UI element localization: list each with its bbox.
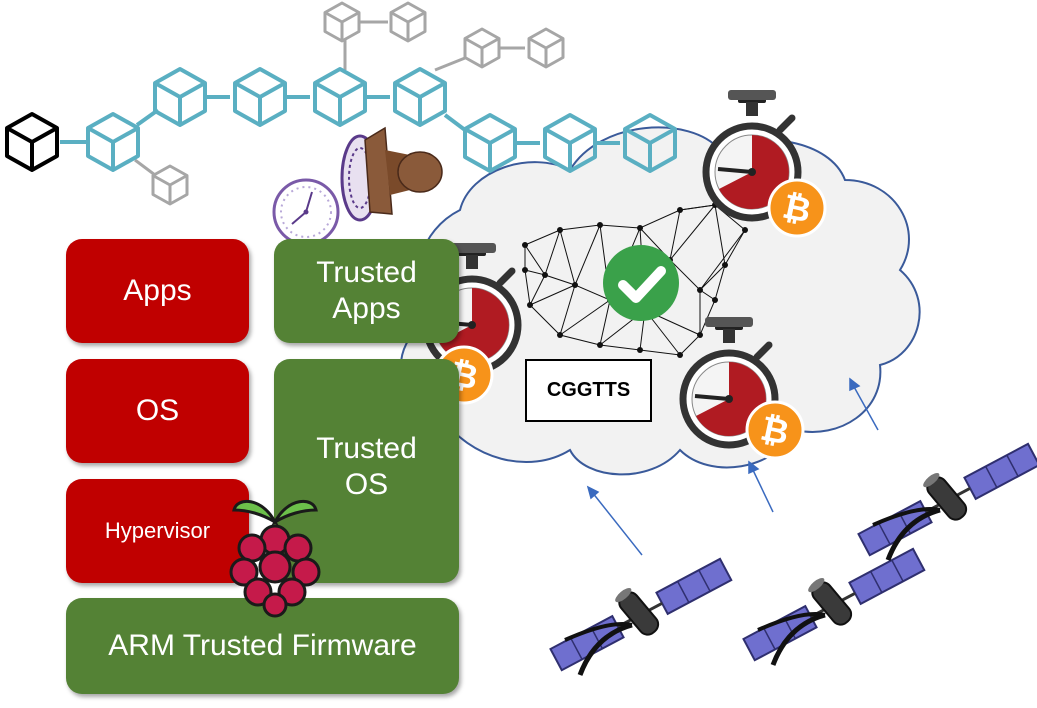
hypervisor-label: Hypervisor bbox=[104, 517, 211, 543]
trusted-os-label-line1: Trusted bbox=[316, 432, 417, 465]
os-label: OS bbox=[135, 394, 180, 427]
firmware-label: ARM Trusted Firmware bbox=[108, 629, 417, 662]
apps-label: Apps bbox=[123, 274, 192, 307]
trusted-os-label-line2: OS bbox=[344, 468, 389, 501]
wall-clock-icon bbox=[272, 178, 340, 246]
bitcoin-icon bbox=[767, 178, 827, 238]
os-block: OS bbox=[66, 359, 249, 463]
apps-block: Apps bbox=[66, 239, 249, 343]
hypervisor-block: Hypervisor bbox=[66, 479, 249, 583]
cggtts-label: CGGTTS bbox=[546, 379, 631, 401]
trusted-apps-label-line2: Apps bbox=[332, 292, 401, 325]
arm-trusted-firmware-block: ARM Trusted Firmware bbox=[66, 598, 459, 694]
satellite-icon bbox=[743, 549, 924, 665]
trusted-apps-block: Trusted Apps bbox=[274, 239, 459, 343]
cggtts-label-box: CGGTTS bbox=[525, 359, 652, 422]
raspberry-pi-logo bbox=[229, 499, 321, 618]
cube-chain-icon bbox=[5, 1, 677, 206]
signal-arrows bbox=[586, 377, 879, 556]
satellite-icon bbox=[858, 444, 1037, 560]
trusted-apps-label-line1: Trusted bbox=[316, 256, 417, 289]
satellite-icon bbox=[550, 559, 731, 675]
bitcoin-icon bbox=[745, 400, 805, 460]
checkmark-icon bbox=[603, 245, 679, 321]
rubber-stamp-icon bbox=[340, 126, 443, 222]
